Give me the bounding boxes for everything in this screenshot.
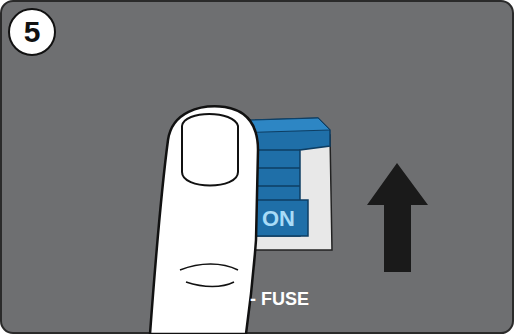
up-arrow bbox=[367, 163, 428, 272]
finger bbox=[150, 106, 258, 334]
fuse-label: - FUSE bbox=[250, 289, 309, 310]
step-number-circle: 5 bbox=[8, 8, 56, 56]
switch-state-label: ON bbox=[262, 206, 295, 232]
callout-number: 5 bbox=[24, 15, 41, 49]
